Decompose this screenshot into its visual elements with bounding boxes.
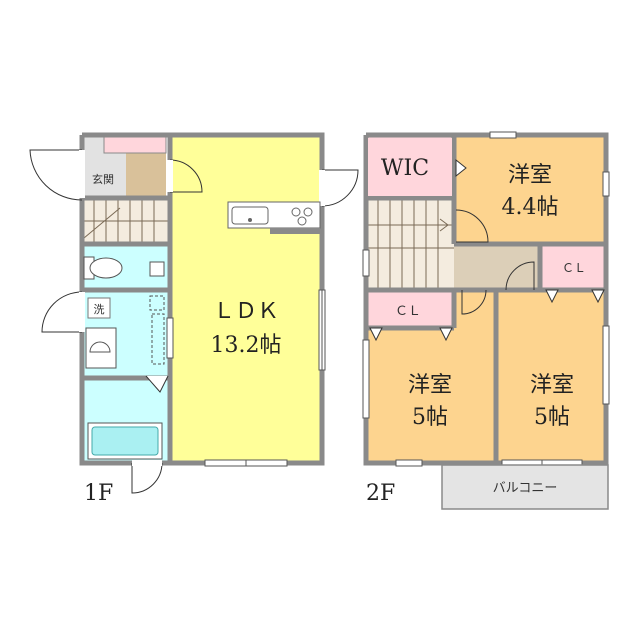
first-floor: 玄関 洗 ＬＤＫ 13.2帖 1F bbox=[29, 132, 359, 506]
room-right-size-label: 5帖 bbox=[534, 405, 570, 430]
hall-2f bbox=[454, 246, 540, 290]
entrance-floor bbox=[126, 153, 166, 197]
closet-left-floor bbox=[366, 292, 454, 326]
windows-2f bbox=[362, 131, 610, 467]
stair-treads-2f bbox=[366, 200, 454, 290]
room-right-label: 洋室 bbox=[530, 373, 574, 398]
bath-door-swing[interactable] bbox=[131, 462, 163, 494]
floor-1f-label: 1F bbox=[84, 481, 113, 506]
washroom-label-box bbox=[87, 297, 111, 319]
bath-door-gap bbox=[132, 460, 162, 466]
balcony-label: バルコニー bbox=[493, 481, 558, 496]
washroom-door-swing[interactable] bbox=[41, 291, 83, 333]
entrance-door[interactable] bbox=[29, 149, 83, 201]
closet-doors bbox=[369, 289, 605, 342]
ldk-floor bbox=[170, 135, 322, 463]
balcony bbox=[441, 464, 609, 510]
toilet-fixture bbox=[83, 256, 165, 280]
room-top-door[interactable] bbox=[455, 209, 489, 243]
closet-right-floor bbox=[542, 246, 606, 290]
stair-treads-1f bbox=[82, 200, 170, 242]
wic-door[interactable] bbox=[455, 158, 467, 178]
shoe-cabinet bbox=[103, 134, 167, 154]
ldk-door-swing[interactable] bbox=[169, 159, 203, 193]
side-door-swing[interactable] bbox=[321, 169, 359, 207]
wic-label-box bbox=[368, 138, 452, 196]
ldk-size-label: 13.2帖 bbox=[211, 333, 282, 358]
entrance-door-gap bbox=[79, 150, 85, 198]
kitchen-counter bbox=[227, 201, 321, 234]
windows-1f bbox=[166, 289, 326, 467]
room-left-upper bbox=[454, 290, 496, 328]
washroom-label: 洗 bbox=[94, 303, 105, 316]
room-top-floor bbox=[456, 135, 606, 243]
washroom-door-gap bbox=[79, 292, 85, 332]
room-top-size-label: 4.4帖 bbox=[502, 195, 559, 220]
entrance-label: 玄関 bbox=[92, 172, 114, 186]
room-top-label: 洋室 bbox=[508, 163, 552, 188]
bath-inner-door[interactable] bbox=[145, 375, 169, 393]
room-right-door[interactable] bbox=[505, 261, 535, 291]
wic-label: WIC bbox=[381, 156, 429, 181]
room-left-door[interactable] bbox=[461, 289, 487, 315]
floor-2f-label: 2F bbox=[366, 481, 395, 506]
room-left-label: 洋室 bbox=[408, 373, 452, 398]
room-left-size-label: 5帖 bbox=[412, 405, 448, 430]
stairs-2f bbox=[366, 200, 454, 290]
room-right-floor bbox=[498, 290, 606, 463]
ldk-door-gap bbox=[167, 160, 173, 192]
room-left-floor bbox=[366, 326, 496, 463]
closet-left-label: ＣＬ bbox=[395, 304, 421, 319]
side-door-gap bbox=[319, 170, 325, 206]
second-floor: WIC 洋室 4.4帖 ＣＬ ＣＬ 洋室 5帖 洋室 5帖 バルコニー 2F bbox=[362, 131, 610, 510]
washbasin bbox=[85, 295, 165, 369]
ldk-label: ＬＤＫ bbox=[213, 299, 279, 324]
bathtub bbox=[87, 422, 163, 460]
closet-right-label: ＣＬ bbox=[562, 261, 586, 275]
